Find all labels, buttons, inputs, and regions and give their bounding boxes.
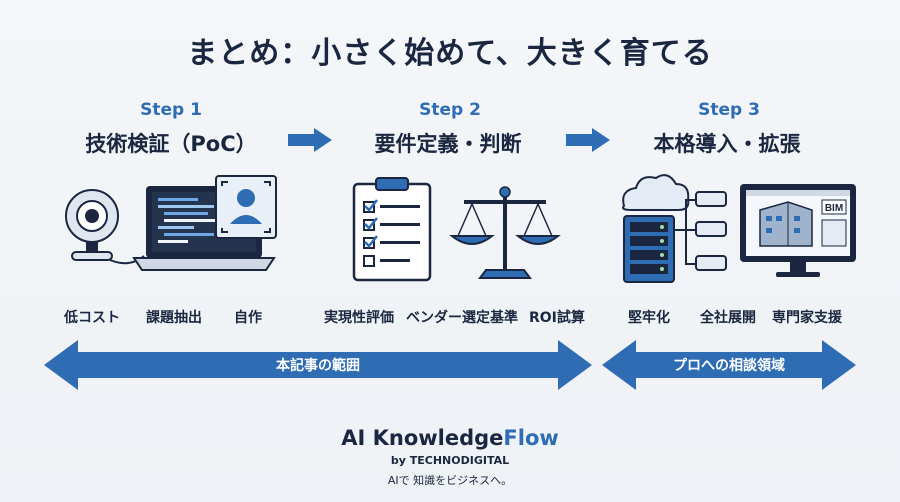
requirements-illustration (352, 177, 561, 282)
deployment-illustration: BIM (622, 174, 856, 283)
step3-title: 本格導入・拡張 (653, 132, 801, 156)
brand-byline: by TECHNODIGITAL (390, 454, 510, 467)
step1-title: 技術検証（PoC） (85, 132, 257, 156)
step3-item: 全社展開 (700, 310, 756, 326)
step3-item: 堅牢化 (628, 310, 670, 326)
camera-icon (674, 191, 727, 271)
step1-item: 自作 (234, 310, 262, 326)
step2-item: ROI試算 (529, 310, 585, 326)
step1-item: 低コスト (64, 310, 120, 326)
step3-label: Step 3 (698, 100, 760, 120)
cloud-icon (622, 174, 690, 211)
face-frame-icon (215, 175, 277, 239)
webcam-icon (65, 189, 145, 265)
poc-illustration (65, 175, 277, 271)
next-arrow-icon (566, 128, 610, 152)
step2-item: 実現性評価 (324, 310, 394, 326)
scope-band-arrow (44, 340, 592, 390)
step2-item: ベンダー選定基準 (406, 310, 518, 326)
server-icon (623, 215, 675, 283)
step2-title: 要件定義・判断 (374, 132, 522, 156)
scope-band-label: 本記事の範囲 (276, 358, 360, 374)
monitor-icon: BIM (740, 184, 856, 277)
brand-name-main: AI Knowledge (341, 426, 504, 450)
step3-item: 専門家支援 (772, 310, 842, 326)
brand-name-flow: Flow (503, 426, 559, 450)
pro-band-arrow (602, 340, 856, 390)
bim-label: BIM (825, 203, 843, 214)
pro-band-label: プロへの相談領域 (673, 358, 785, 374)
scales-icon (449, 186, 561, 279)
step1-item: 課題抽出 (146, 310, 202, 326)
brand-tagline: AIで 知識をビジネスへ。 (387, 474, 513, 487)
page-title: まとめ：小さく始めて、大きく育てる (187, 36, 713, 71)
checklist-icon (352, 177, 432, 282)
next-arrow-icon (288, 128, 332, 152)
brand-name: AI KnowledgeFlow (0, 426, 900, 450)
step2-label: Step 2 (419, 100, 481, 120)
step1-label: Step 1 (140, 100, 202, 120)
